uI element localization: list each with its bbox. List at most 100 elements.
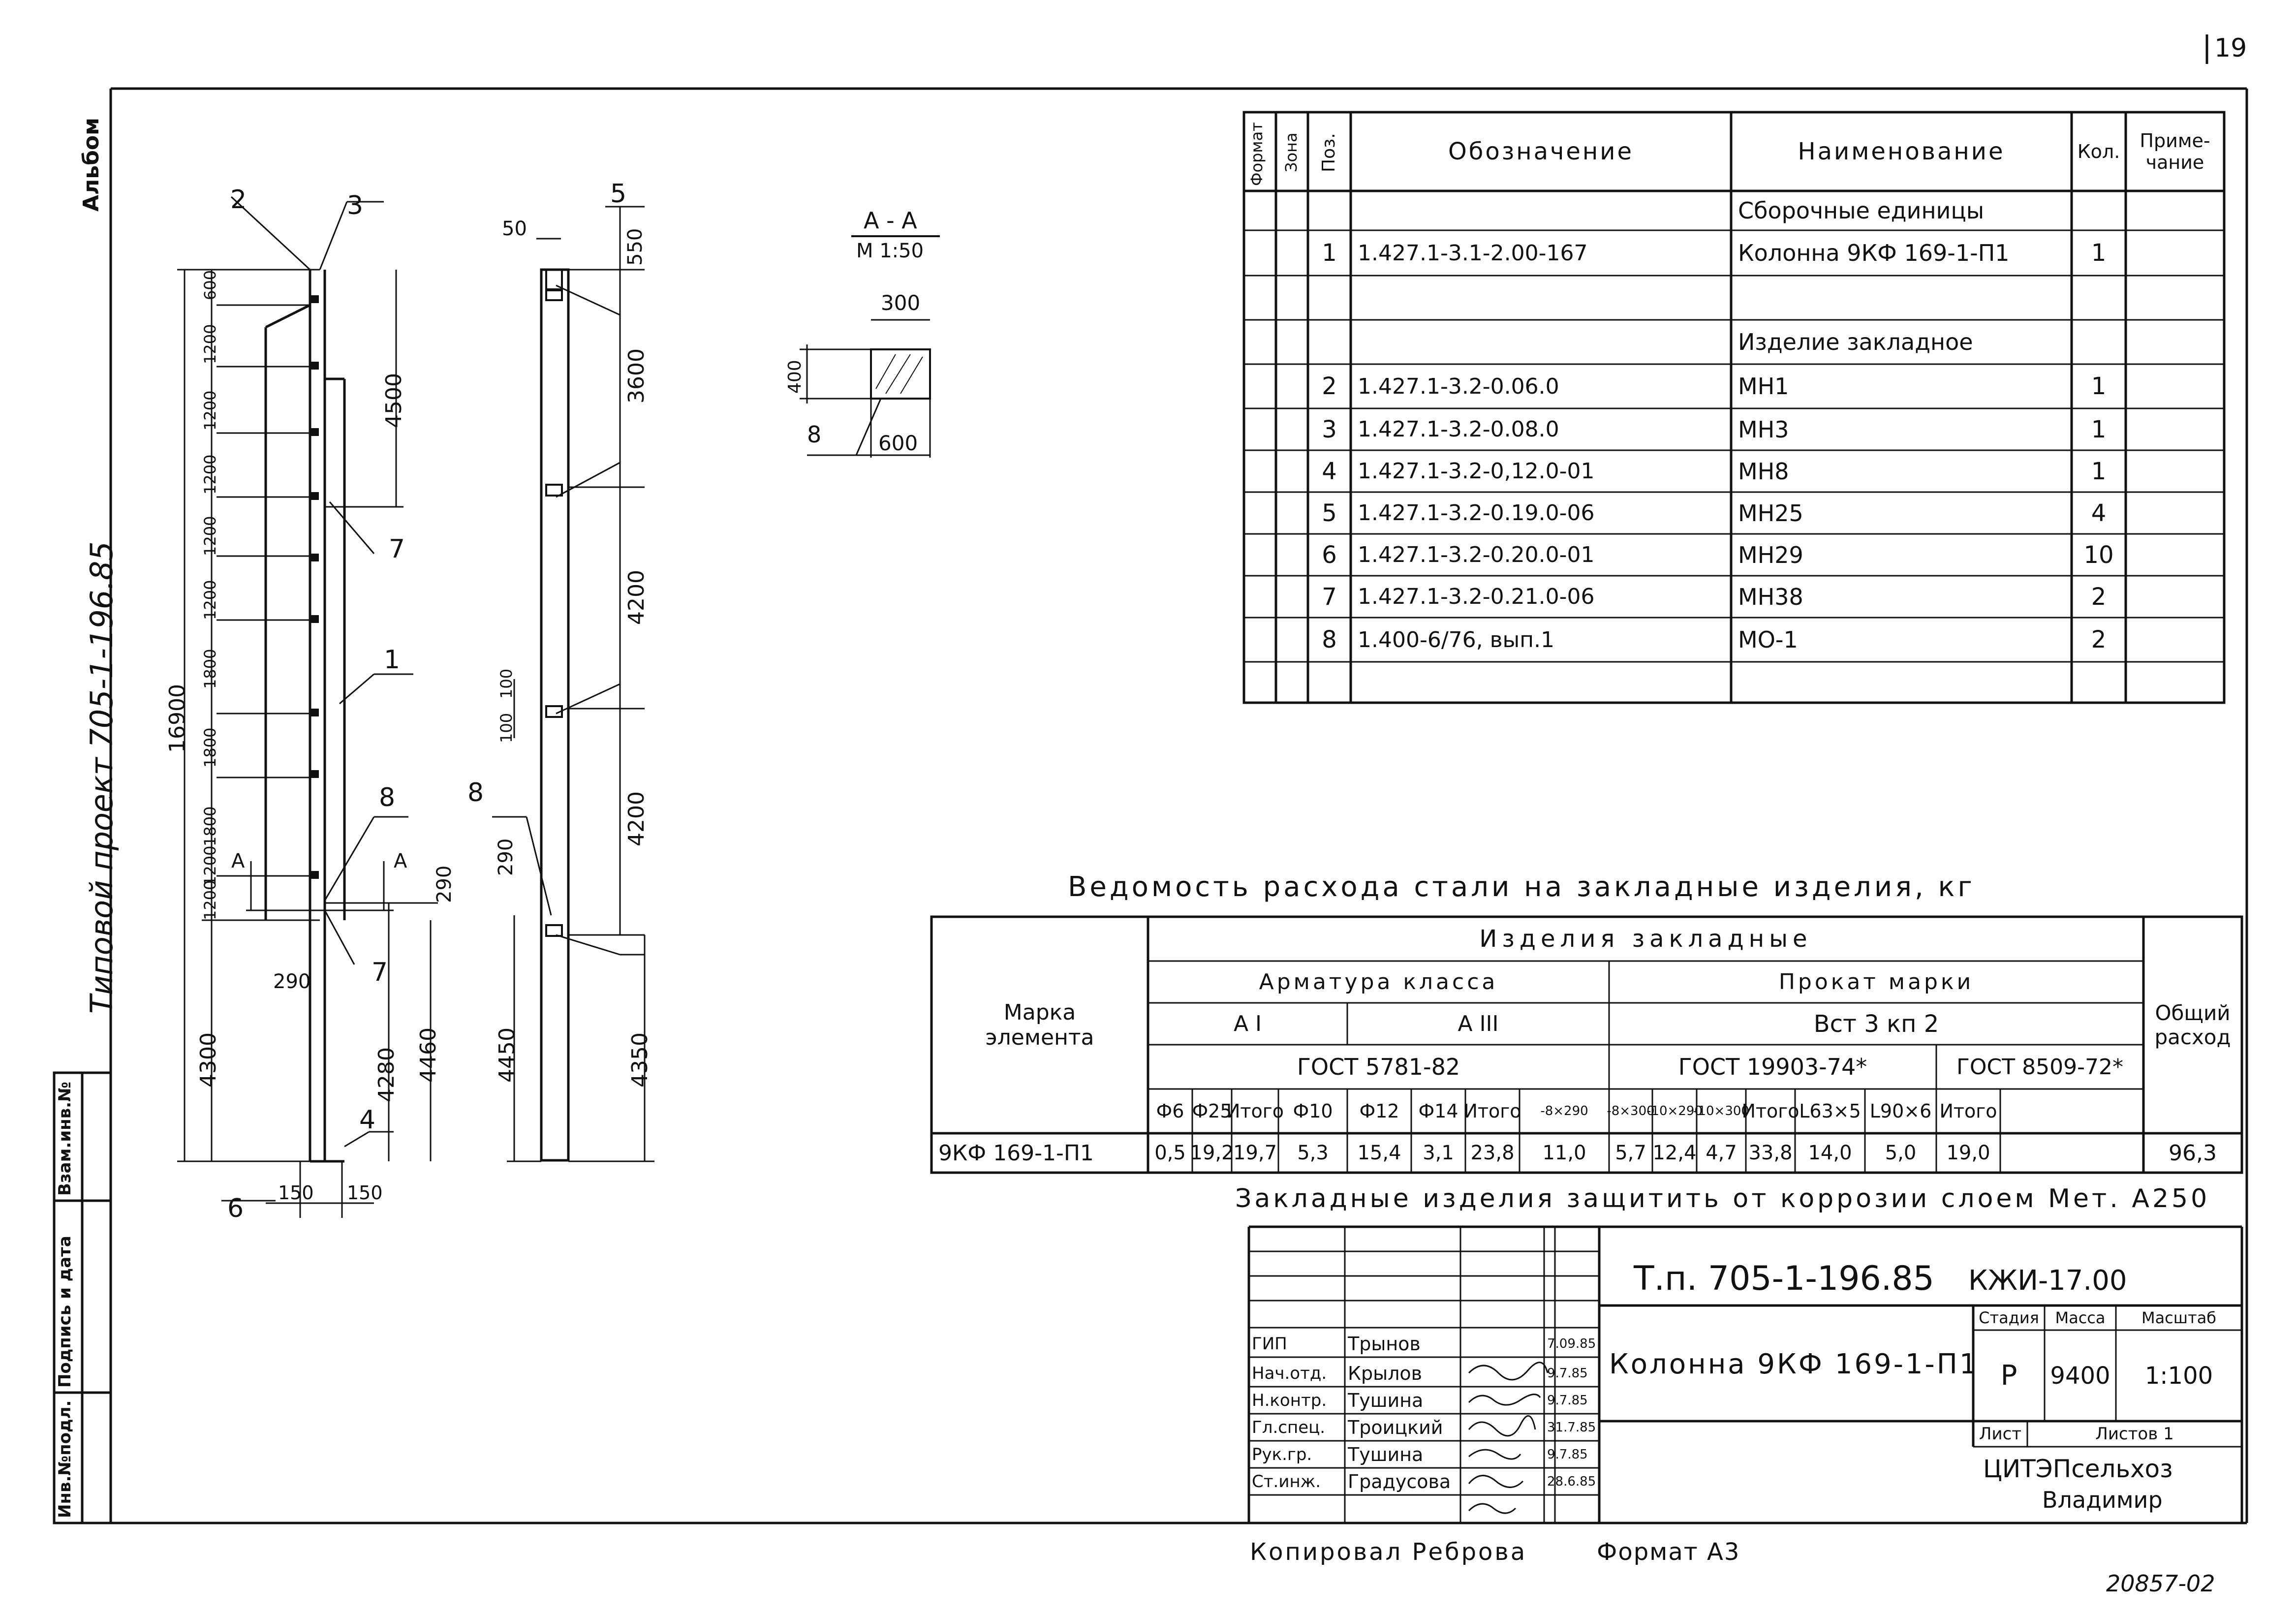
steel-row-value: 33,8 — [1748, 1142, 1793, 1164]
steel-grade: Вст 3 кп 2 — [1813, 1010, 1939, 1038]
sheet-number: 19 — [2214, 33, 2247, 63]
dim-1800-b: 1800 — [201, 727, 219, 768]
callout-7b: 7 — [372, 958, 388, 987]
callout-6: 6 — [227, 1194, 244, 1223]
spec-header-code: Обозначение — [1448, 138, 1634, 165]
spec-row-code — [1351, 191, 1731, 230]
callout-4: 4 — [359, 1105, 376, 1135]
steel-mark-label: Марка элемента — [985, 1000, 1094, 1050]
spec-row-pos: 4 — [1322, 457, 1337, 485]
steel-col-header: -10×290 — [1646, 1104, 1703, 1119]
spec-row-name: МН29 — [1738, 541, 1803, 568]
spec-header-qty: Кол. — [2077, 141, 2120, 162]
dim-50: 50 — [502, 218, 527, 240]
section-leader-8: 8 — [807, 421, 822, 448]
spec-row-pos — [1308, 320, 1351, 364]
steel-col-header: Ф12 — [1359, 1100, 1399, 1122]
dim-4350: 4350 — [627, 1032, 652, 1088]
stamp-scale-label: Масштаб — [2141, 1308, 2217, 1327]
spec-row-qty: 1 — [2091, 373, 2107, 400]
spec-row-code — [1351, 662, 1731, 703]
callout-1: 1 — [384, 645, 401, 675]
spec-row-code: 1.427.1-3.2-0.20.0-01 — [1358, 542, 1595, 567]
callout-8b: 8 — [467, 778, 484, 808]
dim-3600: 3600 — [624, 348, 649, 404]
spec-row-qty — [2072, 320, 2126, 364]
steel-row-value: 3,1 — [1423, 1142, 1454, 1164]
spec-row-name: МО-1 — [1738, 626, 1798, 653]
spec-row-code — [1351, 276, 1731, 320]
spec-row-qty: 2 — [2091, 583, 2107, 611]
signature-date-label: Подпись и дата — [55, 1236, 75, 1388]
steel-gost-8509: ГОСТ 8509-72* — [1956, 1054, 2123, 1080]
steel-row-value: 0,5 — [1154, 1142, 1186, 1164]
dim-1200-e: 1200 — [201, 580, 219, 620]
steel-total-label: Общий расход — [2154, 1001, 2231, 1049]
cut-a-right: А — [394, 850, 407, 872]
dim-600: 600 — [201, 270, 219, 300]
dim-4450: 4450 — [495, 1027, 520, 1083]
stamp-role: Гл.спец. — [1252, 1417, 1326, 1437]
section-dim-300: 300 — [881, 291, 921, 315]
spec-row-name: Изделие закладное — [1738, 329, 1973, 355]
stamp-name: Градусова — [1348, 1470, 1451, 1492]
stamp-role: Рук.гр. — [1252, 1444, 1312, 1464]
spec-row-code: 1.427.1-3.2-0.21.0-06 — [1358, 584, 1595, 609]
callout-2: 2 — [230, 185, 247, 215]
steel-row-value: 5,3 — [1297, 1142, 1329, 1164]
steel-row-mark: 9КФ 169-1-П1 — [938, 1140, 1094, 1166]
section-title: А - А — [864, 207, 917, 234]
stamp-date: 9.7.85 — [1547, 1366, 1588, 1381]
spec-row-name: МН1 — [1738, 373, 1789, 400]
dim-4500: 4500 — [381, 373, 406, 428]
steel-col-header: Ф25 — [1192, 1100, 1232, 1122]
steel-row-total: 96,3 — [2169, 1140, 2217, 1166]
dim-4280: 4280 — [374, 1047, 399, 1102]
callout-5: 5 — [610, 179, 627, 209]
copied-by: Копировал Реброва — [1250, 1538, 1527, 1566]
cut-a-left: А — [231, 850, 245, 872]
inv-label: Инв.№подл. — [55, 1400, 75, 1518]
stamp-date: 7.09.85 — [1547, 1336, 1596, 1351]
steel-row-value: 19,2 — [1190, 1142, 1234, 1164]
steel-row-value: 19,0 — [1946, 1142, 1990, 1164]
steel-col-header: Итого — [1741, 1100, 1800, 1122]
dim-1200-g: 1200 — [201, 880, 219, 920]
steel-col-header: -10×300 — [1693, 1104, 1749, 1119]
spec-row-qty: 1 — [2091, 415, 2107, 443]
steel-row-value: 11,0 — [1542, 1142, 1586, 1164]
stamp-doc-code: Т.п. 705-1-196.85 — [1634, 1259, 1934, 1298]
spec-row-qty: 10 — [2083, 541, 2114, 569]
steel-gost-5781: ГОСТ 5781-82 — [1297, 1054, 1460, 1080]
steel-rebar-label: Арматура класса — [1259, 969, 1498, 994]
spec-row-pos: 8 — [1322, 626, 1337, 653]
spec-row-pos: 6 — [1322, 541, 1337, 569]
spec-row-name: МН38 — [1738, 583, 1803, 610]
spec-row-name: Колонна 9КФ 169-1-П1 — [1738, 240, 2010, 266]
archive-number: 20857-02 — [2106, 1570, 2215, 1597]
dim-4200-a: 4200 — [624, 570, 649, 625]
spec-row-pos — [1308, 662, 1351, 703]
stamp-date: 9.7.85 — [1547, 1447, 1588, 1462]
spec-header-note: Приме-чание — [2140, 130, 2210, 173]
spec-row-name: МН8 — [1738, 458, 1789, 485]
spec-row-code: 1.427.1-3.1-2.00-167 — [1358, 240, 1588, 266]
spec-row-name: Сборочные единицы — [1738, 197, 1985, 224]
steel-row-value: 4,7 — [1706, 1142, 1737, 1164]
steel-col-header: -8×290 — [1540, 1104, 1588, 1119]
spec-row-code: 1.427.1-3.2-0.19.0-06 — [1358, 500, 1595, 526]
section-scale: М 1:50 — [856, 240, 924, 262]
stamp-sheets-label: Листов 1 — [2095, 1424, 2174, 1444]
dim-1200-a: 1200 — [201, 324, 219, 364]
steel-products-label: Изделия закладные — [1479, 925, 1812, 953]
dim-1800-c: 1800 — [201, 806, 219, 846]
stamp-stage-label: Стадия — [1979, 1308, 2039, 1327]
spec-row-qty: 2 — [2091, 626, 2107, 653]
stamp-stage: Р — [2000, 1360, 2017, 1392]
spec-row-name: МН25 — [1738, 499, 1803, 527]
dim-550: 550 — [624, 228, 647, 266]
steel-row-value: 5,7 — [1615, 1142, 1646, 1164]
steel-row-value: 19,7 — [1233, 1142, 1277, 1164]
spec-row-pos: 3 — [1322, 415, 1337, 443]
